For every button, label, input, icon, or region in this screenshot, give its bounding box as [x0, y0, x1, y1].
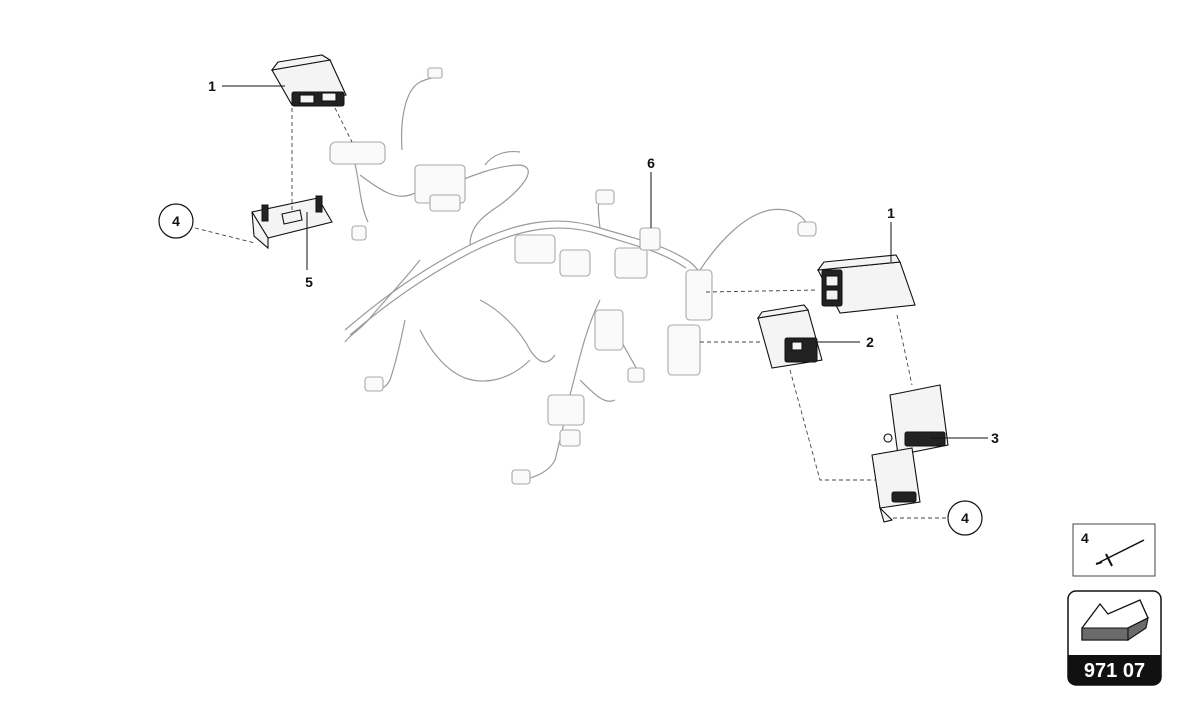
- page-number: 971 07: [1084, 660, 1145, 682]
- module-2: [756, 304, 823, 369]
- svg-text:4: 4: [961, 510, 969, 526]
- leader-lines: [222, 85, 988, 439]
- ecu-top-left: [270, 54, 347, 107]
- callout-6: 6: [647, 155, 655, 171]
- callout-3: 3: [991, 430, 999, 446]
- legend-rivet-box: 4: [1072, 523, 1156, 577]
- bracket-lower-right: [871, 447, 921, 523]
- callout-2: 2: [866, 334, 874, 350]
- svg-text:4: 4: [172, 213, 180, 229]
- page-badge: 971 07: [1067, 590, 1162, 686]
- callout-4-right: 4: [947, 500, 983, 536]
- callout-4-left: 4: [158, 203, 194, 239]
- rivet-icon: [1095, 539, 1145, 567]
- callout-1-right: 1: [887, 205, 895, 221]
- bracket-5: [251, 195, 333, 250]
- ecu-right: [816, 254, 916, 314]
- callout-5: 5: [305, 274, 313, 290]
- assembly-lines: [194, 107, 948, 519]
- callout-1-top-left: 1: [208, 78, 216, 94]
- bracket-3: [883, 384, 949, 456]
- direction-arrow-icon: [1081, 599, 1149, 642]
- legend-rivet-number: 4: [1081, 530, 1089, 546]
- wiring-harness: [329, 67, 817, 485]
